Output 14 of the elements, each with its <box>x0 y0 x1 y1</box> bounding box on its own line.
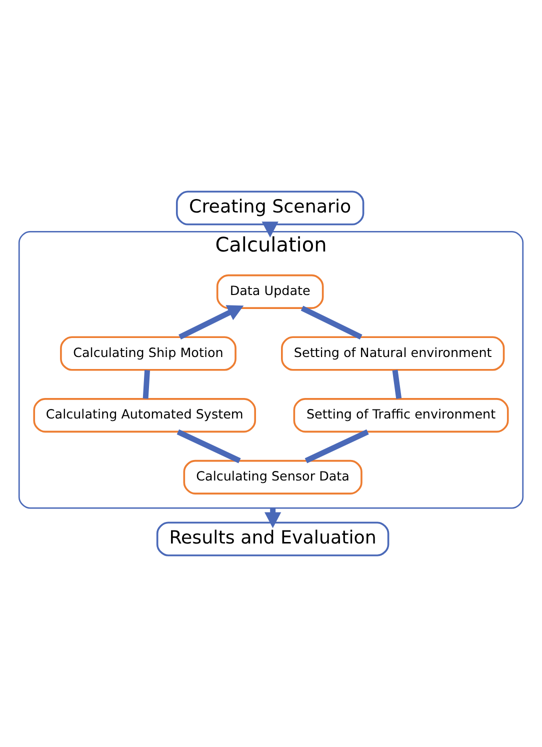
node-box: Calculating Sensor Data <box>183 460 362 494</box>
connector <box>142 370 150 399</box>
node-box: Setting of Natural environment <box>281 336 505 371</box>
connector <box>392 370 402 399</box>
arrow <box>178 305 244 340</box>
node-box: Calculating Ship Motion <box>60 336 236 371</box>
connector <box>304 429 369 464</box>
connector <box>300 306 362 340</box>
node-box: Setting of Traffic environment <box>293 398 509 433</box>
node-box: Results and Evaluation <box>156 522 390 556</box>
connector <box>176 429 241 464</box>
arrow <box>262 222 278 238</box>
node-box: Data Update <box>216 274 324 309</box>
node-box: Calculating Automated System <box>33 398 256 433</box>
